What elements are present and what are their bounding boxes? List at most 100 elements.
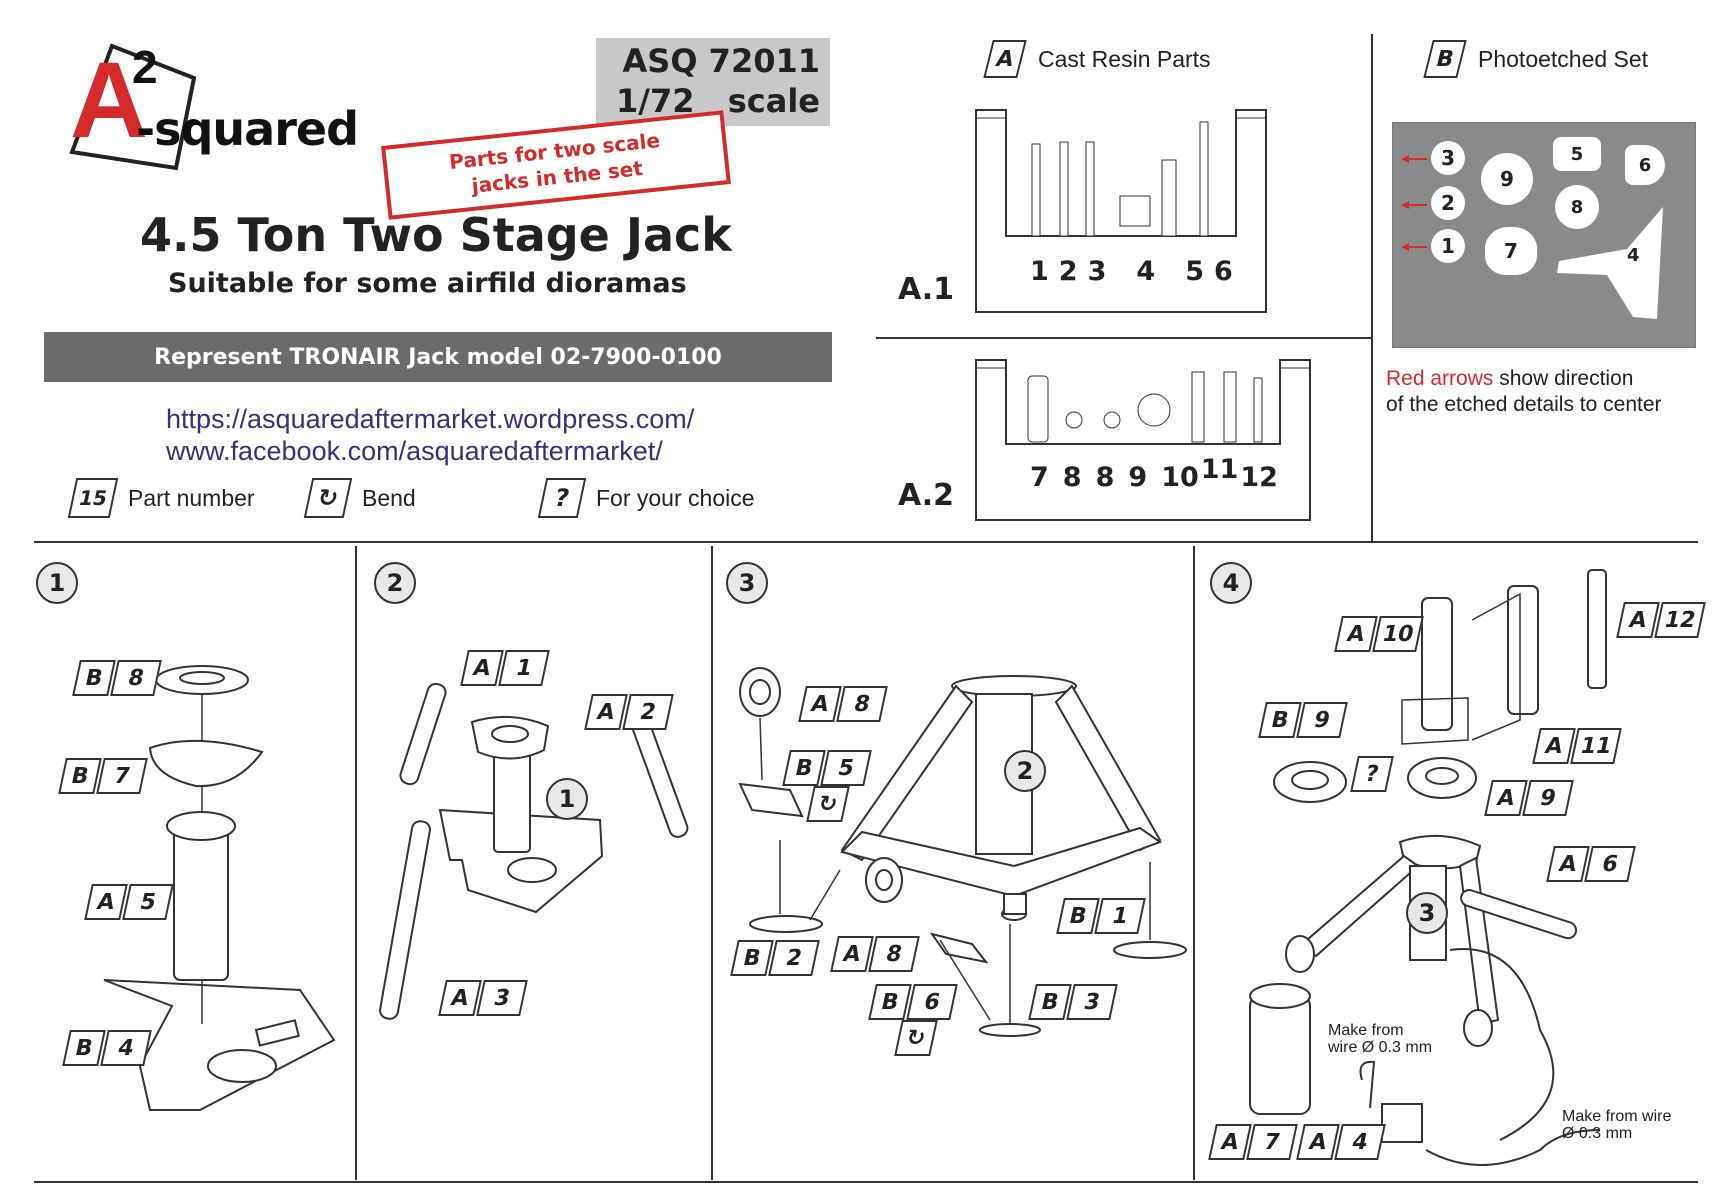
legend-label: Bend xyxy=(362,484,416,511)
model-banner: Represent TRONAIR Jack model 02-7900-010… xyxy=(44,332,832,382)
wire-note-1-line-2: wire Ø 0.3 mm xyxy=(1328,1039,1433,1056)
page-subtitle: Suitable for some airfild dioramas xyxy=(168,268,687,299)
wire-note-1-line-1: Make from xyxy=(1328,1022,1404,1039)
sprue-a1-numbers: 1 2 3 4 5 6 xyxy=(1030,256,1233,287)
sprue-a1-graphic xyxy=(975,109,1267,313)
tag-number: 4 xyxy=(1334,1124,1386,1160)
pe-part-1: 1 xyxy=(1431,229,1465,263)
tag-letter: A xyxy=(1616,602,1660,638)
resin-part-number: 8 xyxy=(1095,462,1115,493)
legend-label: For your choice xyxy=(596,484,755,511)
pe-title: Photoetched Set xyxy=(1478,45,1649,72)
legend-choice: ? For your choice xyxy=(537,478,755,518)
logo-superscript: 2 xyxy=(132,41,158,93)
sprue-a1-label: A.1 xyxy=(898,272,955,307)
resin-part-number: 7 xyxy=(1030,462,1049,493)
resin-part-number: 9 xyxy=(1128,462,1148,493)
question-icon: ? xyxy=(1350,756,1394,792)
tag-number: 6 xyxy=(1584,846,1636,882)
step-2-sub-1: 1 xyxy=(546,778,588,820)
pe-part-8: 8 xyxy=(1555,185,1599,229)
tag-number: 12 xyxy=(1654,602,1706,638)
pe-part-7: 7 xyxy=(1485,227,1537,275)
step-1-number: 1 xyxy=(36,562,78,604)
pe-note: Red arrows show direction of the etched … xyxy=(1386,366,1662,418)
legend-bend: ↻ Bend xyxy=(303,478,416,518)
pe-note-red: Red arrows xyxy=(1386,367,1494,390)
tag-letter: A xyxy=(1296,1124,1340,1160)
logo: A 2 -squared xyxy=(64,40,424,180)
pe-fret-graphic xyxy=(1401,155,1663,319)
sprue-a2-graphic xyxy=(975,359,1311,521)
pe-part-9: 9 xyxy=(1481,153,1533,205)
logo-box-graphic xyxy=(69,43,197,171)
tag-letter: A xyxy=(1208,1124,1252,1160)
resin-part-number: 8 xyxy=(1062,462,1082,493)
wire-note-2: Make from wire Ø 0.3 mm xyxy=(1562,1108,1671,1142)
legend-part-number: 15 Part number xyxy=(67,478,255,518)
resin-part-number: 4 xyxy=(1136,256,1156,287)
sprue-a2-label: A.2 xyxy=(898,478,955,513)
model-banner-text: Represent TRONAIR Jack model 02-7900-010… xyxy=(154,344,722,370)
pe-part-4: 4 xyxy=(1627,245,1640,266)
page-title: 4.5 Ton Two Stage Jack xyxy=(140,208,732,262)
tag-number: 9 xyxy=(1522,780,1574,816)
step-3-number: 3 xyxy=(726,562,768,604)
step-2-number: 2 xyxy=(374,562,416,604)
wire-note-1: Make from wire Ø 0.3 mm xyxy=(1328,1022,1432,1056)
resin-part-number: 6 xyxy=(1213,256,1233,287)
logo-mark: A xyxy=(70,39,148,160)
pe-part-5: 5 xyxy=(1553,137,1601,171)
tag-number: 11 xyxy=(1570,728,1622,764)
resin-part-number: 1 xyxy=(1030,256,1049,287)
pe-part-3: 3 xyxy=(1431,141,1465,175)
step-4-sub-3: 3 xyxy=(1406,892,1448,934)
tag-letter: B xyxy=(1258,702,1302,738)
resin-part-number: 3 xyxy=(1087,256,1107,287)
step-4-number: 4 xyxy=(1210,562,1252,604)
wire-note-2-line-1: Make from wire xyxy=(1562,1108,1672,1125)
resin-part-number: 11 xyxy=(1200,454,1239,485)
pe-note-text-2: of the etched details to center xyxy=(1386,393,1662,416)
scale-word: scale xyxy=(727,82,820,120)
tag-letter: A xyxy=(1334,616,1378,652)
website-link[interactable]: https://asquaredaftermarket.wordpress.co… xyxy=(166,404,695,434)
resin-sprue-a1 xyxy=(974,108,1268,314)
tag-number: 7 xyxy=(1246,1124,1298,1160)
pe-fret: 3 2 1 9 7 5 8 6 4 xyxy=(1392,122,1696,348)
legend-label: Part number xyxy=(128,484,255,511)
resin-sprue-a2 xyxy=(974,358,1314,522)
tag-number: 10 xyxy=(1372,616,1424,652)
logo-text: -squared xyxy=(136,102,359,156)
resin-part-number: 5 xyxy=(1185,256,1204,287)
tag-number: 9 xyxy=(1296,702,1348,738)
pe-part-6: 6 xyxy=(1625,145,1665,185)
resin-title: Cast Resin Parts xyxy=(1038,45,1211,72)
resin-heading: A Cast Resin Parts xyxy=(983,40,1211,78)
tag-letter: A xyxy=(1484,780,1528,816)
tag-letter: A xyxy=(1532,728,1576,764)
tag-letter: A xyxy=(1546,846,1590,882)
resin-part-number: 12 xyxy=(1240,462,1278,493)
pe-part-2: 2 xyxy=(1431,186,1465,220)
resin-part-number: 2 xyxy=(1058,256,1078,287)
step-3-sub-2: 2 xyxy=(1004,750,1046,792)
pe-note-text: show direction xyxy=(1493,367,1634,390)
facebook-link[interactable]: www.facebook.com/asquaredaftermarket/ xyxy=(166,436,663,466)
sprue-a2-numbers: 7 8 8 9 10 11 12 xyxy=(1030,454,1278,493)
product-code: ASQ 72011 xyxy=(622,42,820,80)
wire-note-2-line-2: Ø 0.3 mm xyxy=(1562,1125,1633,1142)
pe-heading: B Photoetched Set xyxy=(1423,40,1649,78)
resin-part-number: 10 xyxy=(1161,462,1199,493)
